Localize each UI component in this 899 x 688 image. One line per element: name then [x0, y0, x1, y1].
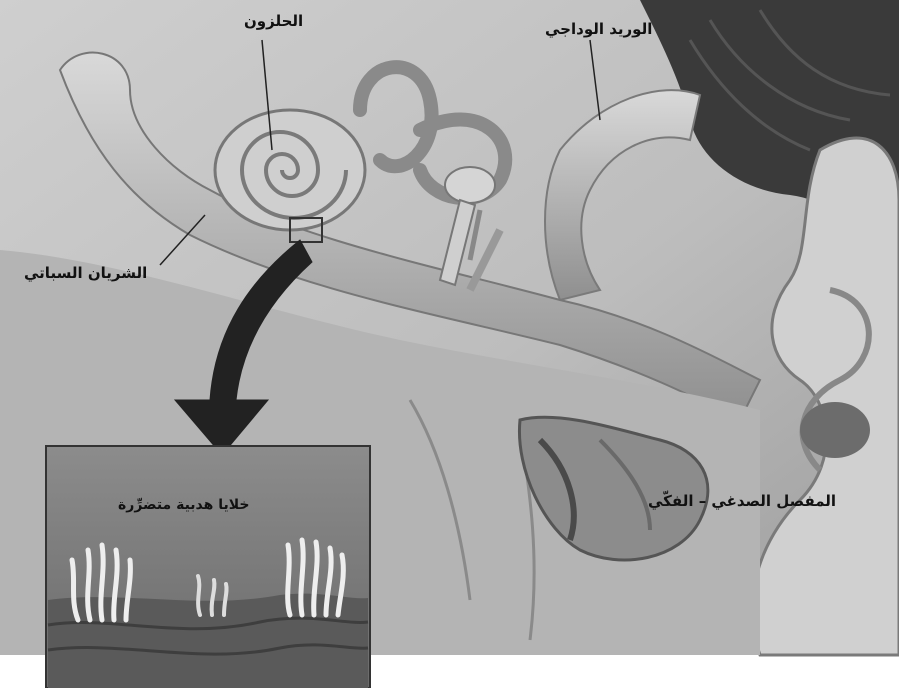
label-jugular-vein: الوريد الوداجي	[545, 20, 652, 38]
ear-canal-opening	[800, 402, 870, 458]
cochlea-spiral	[215, 110, 365, 230]
label-temporomandibular-joint: المفصل الصدغي – الفكّي	[648, 492, 836, 510]
label-cochlea: الحلزون	[244, 12, 303, 30]
hair-cells-inset	[46, 446, 370, 688]
label-carotid-artery: الشريان السباتي	[24, 264, 147, 282]
label-damaged-hair-cells: خلايا هدبية متضرِّرة	[118, 497, 249, 513]
